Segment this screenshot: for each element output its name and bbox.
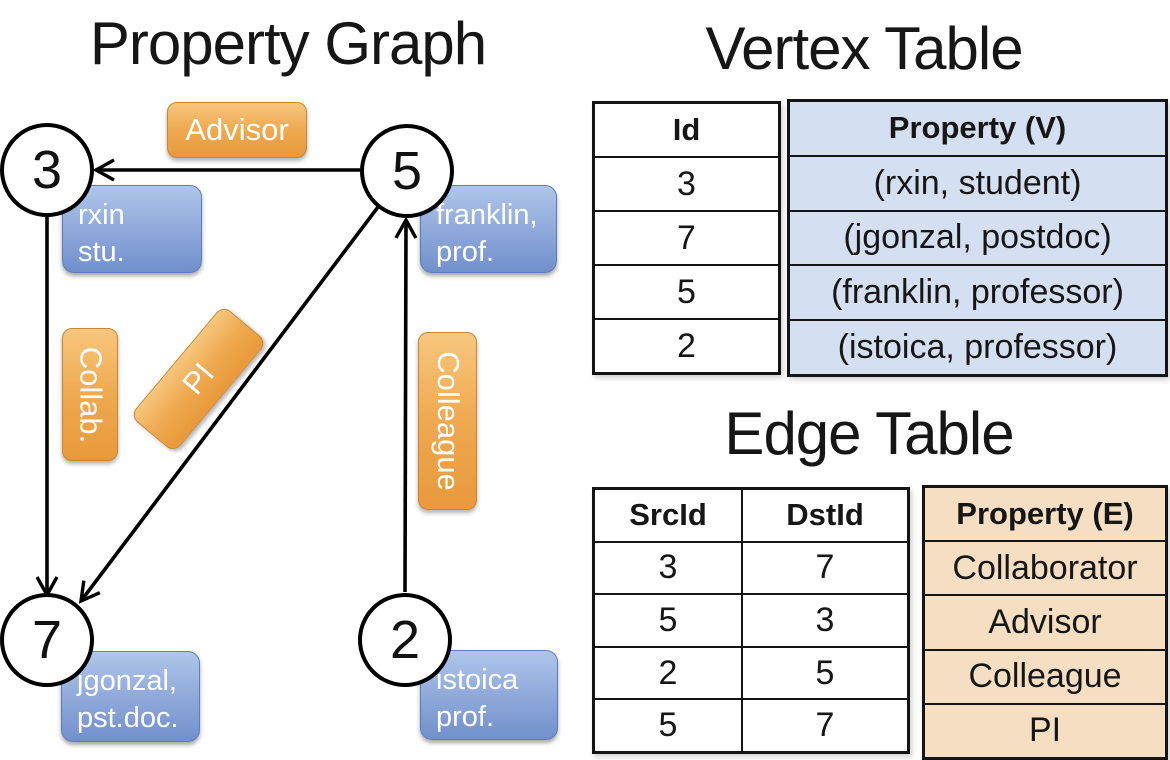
vertex-property-line: stu. — [78, 236, 125, 268]
vertex-table-property-column: Property (V) (rxin, student) (jgonzal, p… — [787, 99, 1168, 377]
table-cell: 7 — [595, 210, 778, 264]
table-cell: Colleague — [925, 648, 1165, 703]
edge-table-title: Edge Table — [724, 400, 1014, 467]
table-cell: 3 — [741, 595, 907, 646]
vertex-table-title: Vertex Table — [705, 15, 1023, 82]
table-row: 2 5 — [595, 645, 907, 699]
table-cell: 5 — [741, 647, 907, 699]
table-row: 3 7 — [595, 540, 907, 594]
edge-table-property-header: Property (E) — [956, 496, 1134, 532]
vertex-table-id-header: Id — [672, 112, 701, 147]
vertex-table-id-column: Id 3 7 5 2 — [592, 101, 781, 375]
edge-colleague-arrow — [394, 216, 418, 593]
vertex-property-box-7: jgonzal, pst.doc. — [61, 651, 200, 742]
vertex-id-label: 2 — [389, 610, 421, 670]
edge-table-id-header-row: SrcId DstId — [595, 490, 907, 541]
edge-table-id-columns: SrcId DstId 3 7 5 3 2 5 5 7 — [592, 487, 910, 754]
vertex-property-line: prof. — [436, 236, 495, 268]
table-cell: 7 — [741, 542, 907, 594]
vertex-property-line: istoica — [436, 664, 519, 696]
edge-table-property-column: Property (E) Collaborator Advisor Collea… — [922, 485, 1168, 760]
edge-label-advisor: Advisor — [167, 102, 307, 158]
table-cell: 5 — [658, 600, 678, 639]
vertex-property-line: prof. — [436, 701, 495, 733]
table-row: 5 7 — [595, 698, 907, 751]
table-cell: (franklin, professor) — [790, 264, 1165, 319]
edge-label-text: Colleague — [430, 351, 466, 491]
vertex-table-property-header: Property (V) — [888, 110, 1067, 146]
edge-label-text: PI — [175, 356, 221, 402]
table-cell: 3 — [595, 156, 778, 210]
vertex-property-line: rxin — [78, 199, 125, 231]
vertex-node-3: 3 — [0, 123, 94, 217]
edge-label-text: Advisor — [185, 112, 289, 147]
vertex-id-label: 5 — [391, 141, 423, 201]
table-cell: Advisor — [925, 594, 1165, 648]
table-cell: PI — [925, 702, 1165, 757]
edge-table-dstid-header: DstId — [741, 490, 907, 541]
property-graph-title: Property Graph — [89, 10, 487, 77]
table-cell: Collaborator — [925, 540, 1165, 594]
table-row: 5 3 — [595, 593, 907, 646]
edge-table-srcid-header: SrcId — [629, 497, 707, 533]
table-cell: (istoica, professor) — [790, 319, 1165, 374]
vertex-node-5: 5 — [360, 124, 454, 218]
table-cell: 2 — [595, 318, 778, 372]
vertex-id-label: 3 — [31, 140, 63, 200]
graph-edges-layer — [35, 158, 418, 604]
vertex-property-box-3: rxin stu. — [62, 185, 202, 273]
table-cell: 2 — [658, 653, 678, 692]
vertex-node-2: 2 — [358, 593, 452, 687]
table-cell: 3 — [658, 548, 678, 587]
vertex-property-line: jgonzal, — [77, 665, 177, 697]
vertex-node-7: 7 — [0, 593, 94, 687]
edge-pi-arrow — [78, 205, 380, 604]
vertex-id-label: 7 — [31, 610, 63, 670]
table-cell: 7 — [741, 700, 907, 751]
table-cell: 5 — [658, 706, 678, 745]
edge-label-collab: Collab. — [62, 328, 118, 461]
table-cell: 5 — [595, 264, 778, 318]
edge-label-text: Collab. — [73, 346, 108, 443]
edge-label-colleague: Colleague — [418, 332, 477, 510]
table-cell: (jgonzal, postdoc) — [790, 209, 1165, 265]
vertex-property-line: franklin, — [436, 199, 538, 231]
vertex-property-line: pst.doc. — [77, 702, 179, 734]
table-cell: (rxin, student) — [790, 154, 1165, 210]
